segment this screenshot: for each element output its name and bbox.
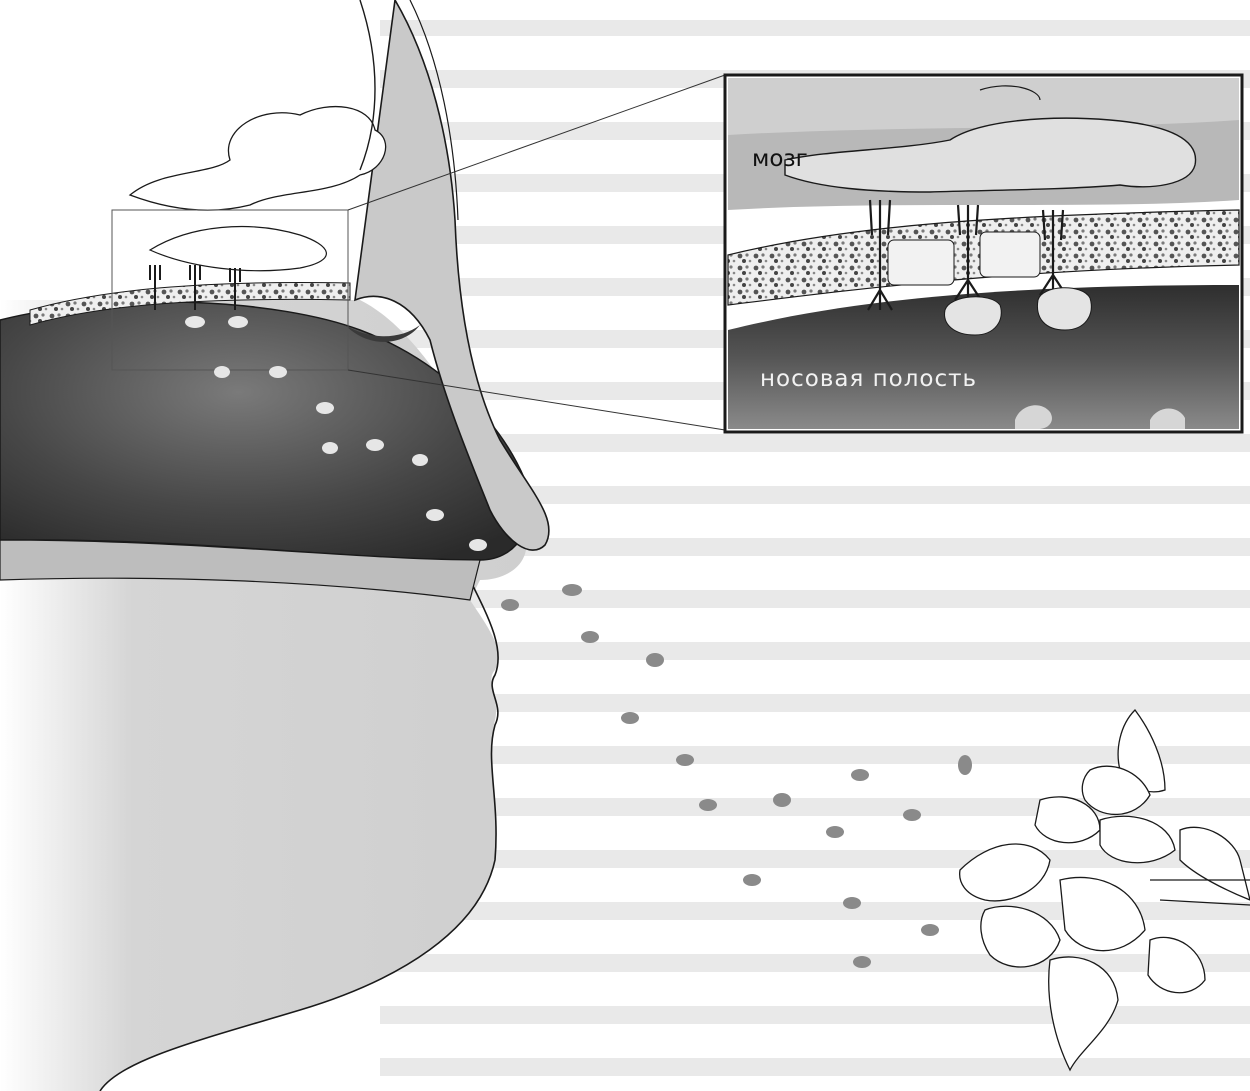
label-brain: мозг [752, 146, 808, 172]
zoom-inset: мозг носовая полость [725, 75, 1242, 432]
label-nasal-cavity: носовая полость [760, 366, 977, 392]
brain-outline [130, 0, 386, 271]
